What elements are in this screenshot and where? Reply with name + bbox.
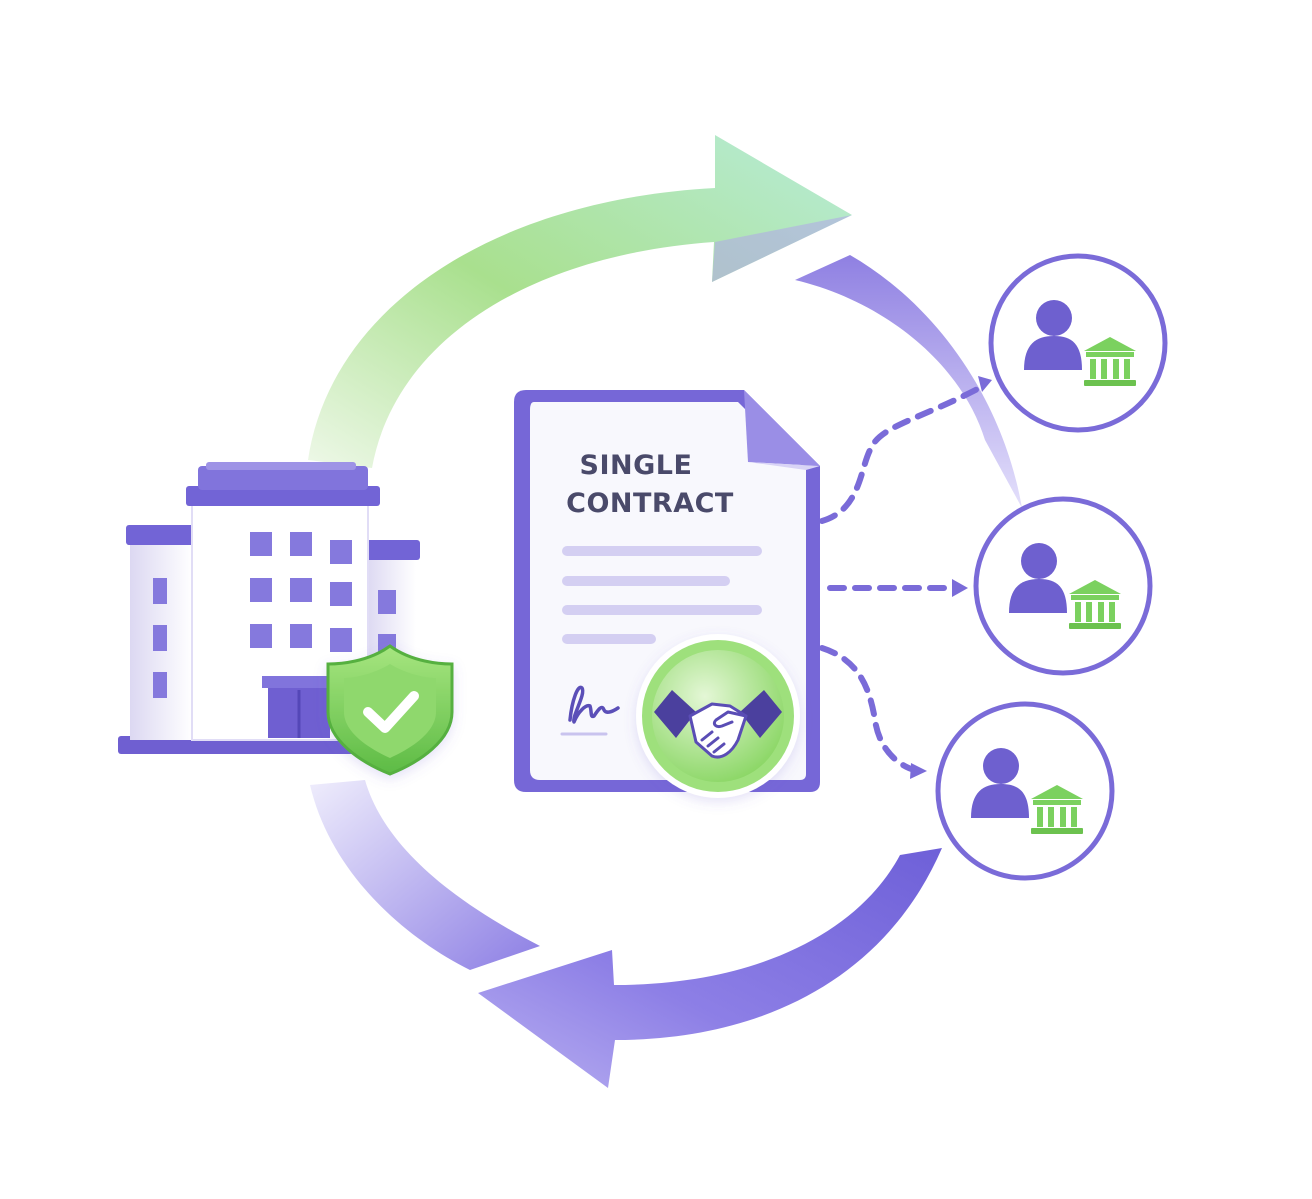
top-green-arrow: [308, 135, 852, 468]
recipient-node-middle: [973, 496, 1153, 676]
person-bank-icon: [1024, 300, 1136, 386]
shield-check-icon: [326, 644, 454, 776]
connector-bottom: [819, 645, 918, 773]
connector-top: [819, 382, 988, 524]
person-bank-icon: [971, 748, 1083, 834]
right-purple-arc: [795, 255, 1022, 508]
person-bank-icon: [1009, 543, 1121, 629]
contract-title-line2: CONTRACT: [566, 488, 734, 519]
recipient-node-top: [988, 253, 1168, 433]
contract-title-line1: SINGLE: [580, 450, 693, 481]
contract-text-lines: [562, 546, 762, 644]
recipient-node-bottom: [935, 701, 1115, 881]
signature-icon: [560, 685, 620, 736]
left-lavender-arc: [310, 780, 540, 970]
cycle-arrows: [308, 135, 1022, 1088]
handshake-icon: [636, 634, 800, 798]
connector-arrowheads: [910, 376, 992, 779]
bottom-purple-arrow: [478, 848, 942, 1088]
dashed-connectors: [819, 382, 988, 773]
